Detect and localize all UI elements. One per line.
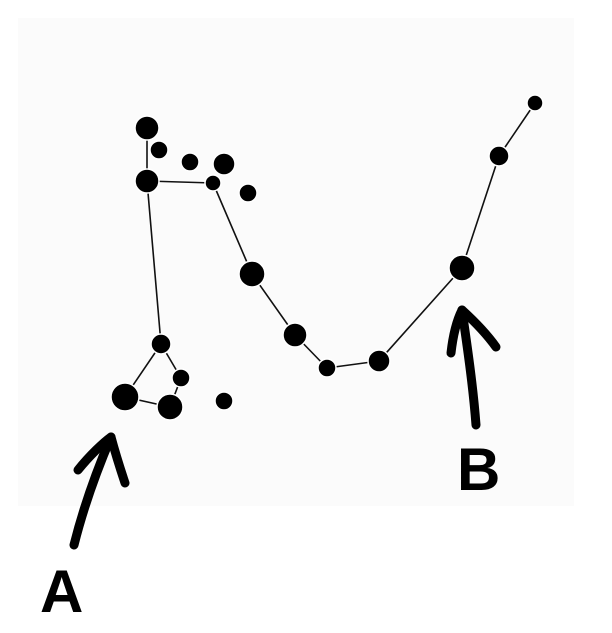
star — [238, 183, 258, 203]
star — [282, 322, 308, 348]
star — [204, 174, 222, 192]
star — [156, 393, 184, 421]
star — [212, 152, 236, 176]
constellation-line — [212, 182, 253, 275]
star — [180, 152, 200, 172]
diagram-panel — [18, 18, 574, 506]
arrow-b-icon — [446, 305, 501, 430]
arrow-a-icon — [69, 432, 130, 550]
star — [171, 368, 191, 388]
constellation-line — [146, 180, 162, 345]
constellation-line — [461, 155, 500, 269]
star-a — [110, 382, 140, 412]
label-b: B — [457, 436, 500, 503]
label-a: A — [40, 558, 83, 625]
star — [238, 260, 266, 288]
star — [134, 115, 160, 141]
constellation-line — [378, 267, 463, 362]
star — [317, 358, 337, 378]
star — [134, 168, 160, 194]
star — [214, 391, 234, 411]
star — [367, 349, 391, 373]
star — [149, 140, 169, 160]
star — [526, 94, 544, 112]
star-b — [448, 254, 476, 282]
star — [488, 145, 510, 167]
constellation-stars — [110, 94, 544, 421]
star — [150, 333, 172, 355]
